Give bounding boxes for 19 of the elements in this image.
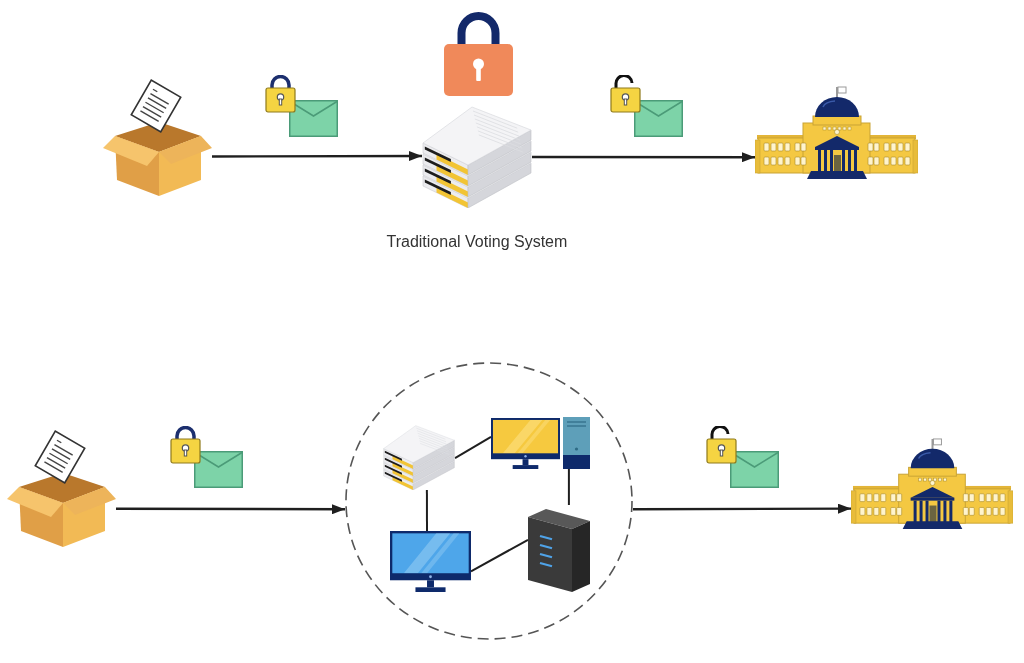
server-stack-icon xyxy=(422,106,532,208)
desktop-tower-icon xyxy=(563,417,590,469)
monitor-icon xyxy=(390,531,471,592)
connector-line xyxy=(425,489,428,532)
connector-line xyxy=(470,538,529,573)
arrow xyxy=(633,503,851,514)
government-building-icon xyxy=(851,437,1013,530)
arrow xyxy=(532,152,755,163)
government-building-icon xyxy=(755,85,918,180)
monitor-icon xyxy=(491,418,560,469)
dashed-circle xyxy=(345,362,633,640)
ballot-box-icon xyxy=(7,427,116,549)
connector-line xyxy=(454,435,492,460)
arrow xyxy=(212,151,422,162)
server-stack-icon xyxy=(383,425,455,490)
connector-line xyxy=(567,468,570,506)
caption-text: Traditional Voting System xyxy=(386,232,568,252)
arrow xyxy=(116,504,345,515)
ballot-box-icon xyxy=(103,76,212,198)
